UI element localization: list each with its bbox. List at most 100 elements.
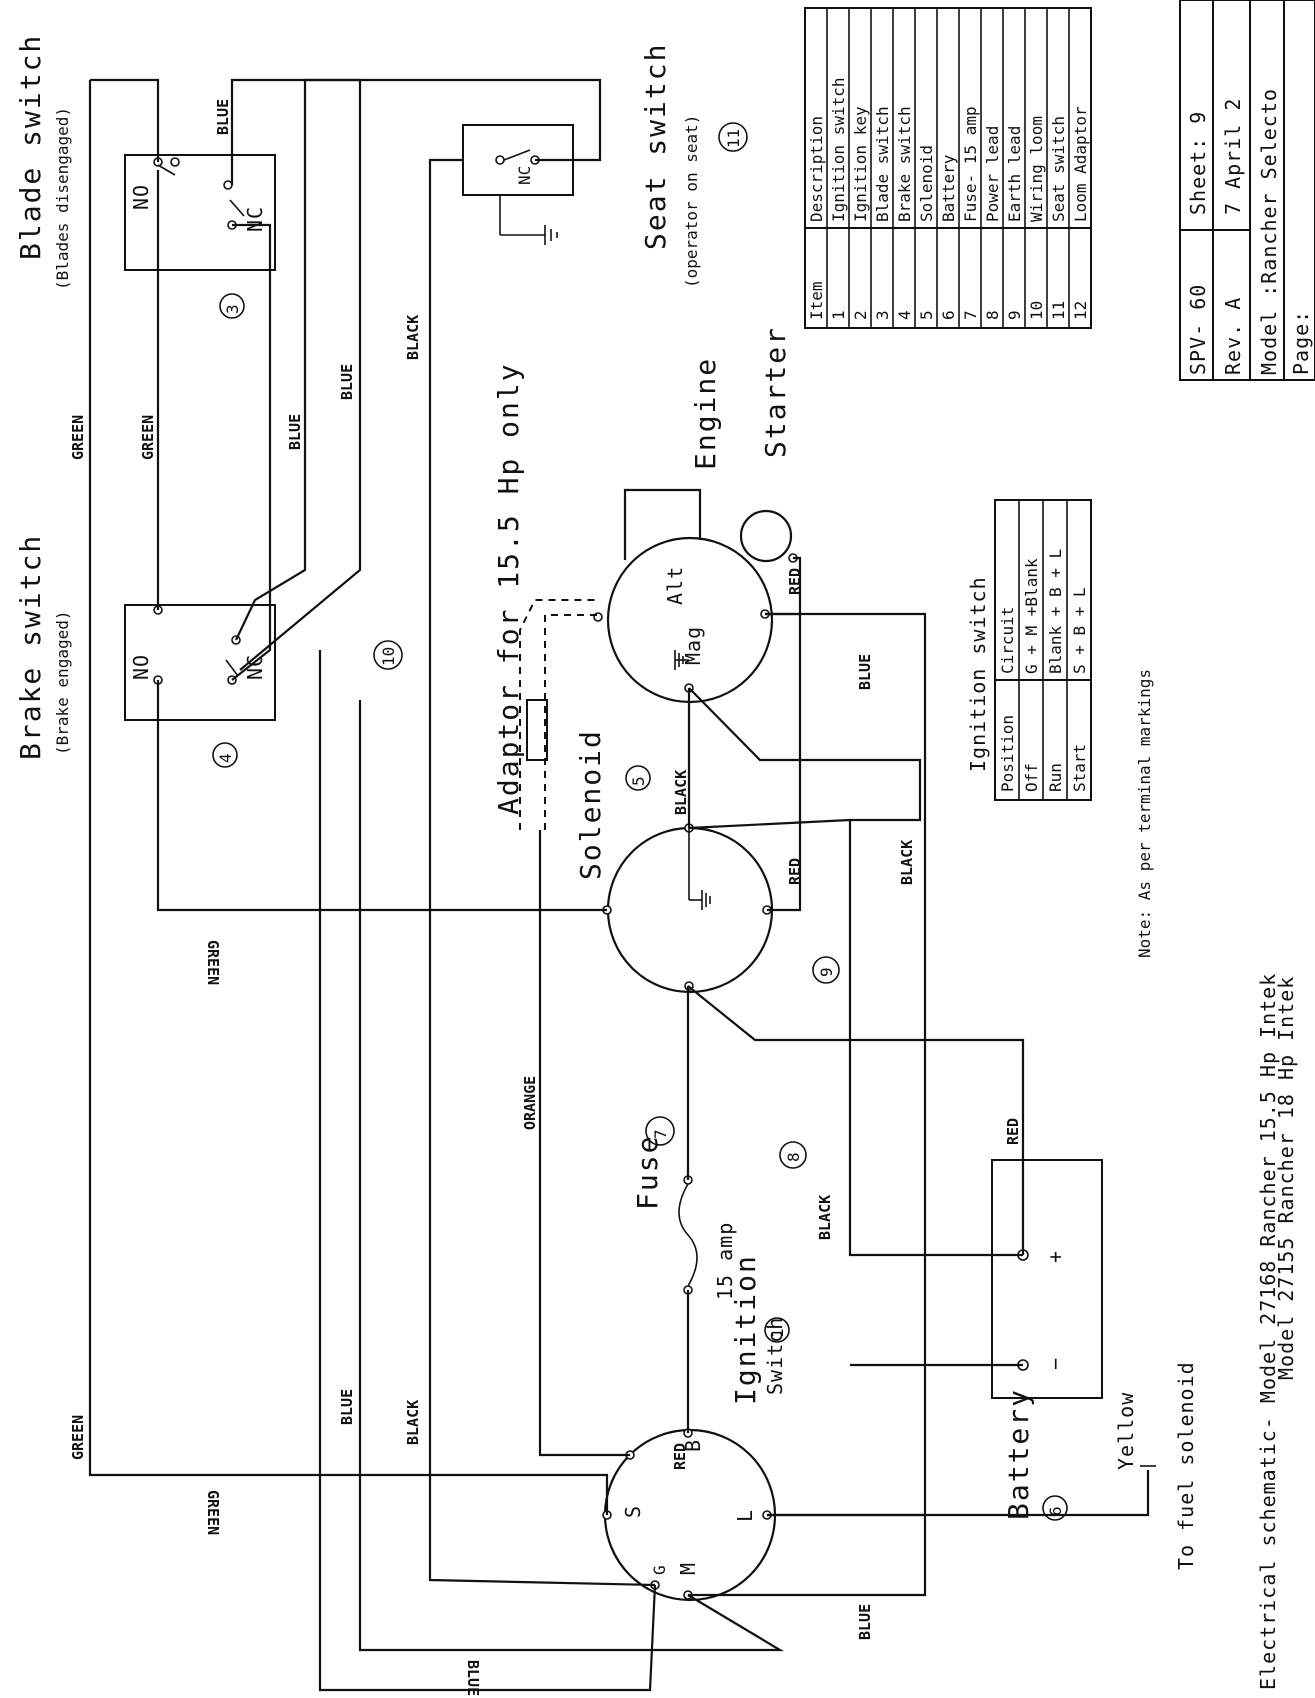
blade-switch-subtitle: (Blades disengaged) — [53, 107, 72, 290]
parts-table-description: Seat switch — [1049, 116, 1068, 222]
brake-switch-subtitle: (Brake engaged) — [53, 611, 72, 756]
solenoid: Solenoid 5 — [574, 729, 774, 994]
parts-table-item: 6 — [939, 310, 958, 320]
parts-table-item: 8 — [983, 310, 1002, 320]
blade-switch-nc-label: NC — [243, 206, 267, 232]
engine-alt-label: Alt — [663, 566, 687, 605]
parts-table-item: 7 — [961, 310, 980, 320]
parts-table-item: 1 — [829, 310, 848, 320]
wire-label-black: BLACK — [816, 1195, 834, 1240]
title-block: SPV- 60 Sheet: 9 Rev. A 7 April 2 Model … — [1179, 0, 1315, 381]
parts-table-description: Fuse- 15 amp — [961, 106, 980, 222]
wire-label-black: BLACK — [404, 315, 422, 360]
wire-label-green: GREEN — [69, 415, 87, 460]
solenoid-number: 5 — [629, 776, 648, 786]
blade-switch-title: Blade switch — [14, 34, 47, 260]
title-block-sheet: Sheet: 9 — [1186, 111, 1210, 215]
ignition-table-position: Start — [1070, 744, 1089, 792]
blade-switch: NO NC 3 Blade switch (Blades disengaged) — [14, 34, 276, 319]
wire-label-black: BLACK — [898, 840, 916, 885]
parts-table-item: 5 — [917, 310, 936, 320]
brake-switch-number: 4 — [216, 753, 235, 763]
ignition-table-position: Off — [1022, 763, 1041, 792]
parts-table-description: Ignition key — [851, 106, 870, 222]
ignition-table-position: Run — [1046, 763, 1065, 792]
parts-table-description: Solenoid — [917, 145, 936, 222]
fuse-title: Fuse — [631, 1135, 664, 1210]
fuse-number: 7 — [651, 1129, 670, 1139]
seat-switch-number: 11 — [724, 129, 743, 148]
ignition-title-line1: Ignition — [729, 1254, 762, 1405]
parts-table-item: 4 — [895, 310, 914, 320]
wire-label-blue: BLUE — [338, 1389, 356, 1425]
parts-table-description: Blade switch — [873, 106, 892, 222]
wire-label-blue: BLUE — [464, 1660, 482, 1696]
parts-table-item: 12 — [1071, 301, 1090, 320]
parts-table-item: 11 — [1049, 301, 1068, 320]
battery: + − Battery 6 — [991, 1159, 1103, 1521]
power-lead-number: 8 — [784, 1152, 803, 1162]
battery-plus: + — [1043, 1250, 1067, 1263]
wire-label-green: GREEN — [139, 415, 157, 460]
wire-label-blue: BLUE — [856, 1604, 874, 1640]
parts-table-header: Item — [807, 281, 826, 320]
seat-switch-title: Seat switch — [639, 43, 672, 250]
wire-label-blue: BLUE — [856, 654, 874, 690]
ignition-table-note: Note: As per terminal markings — [1135, 669, 1154, 958]
wire-label-red: RED — [1004, 1118, 1022, 1145]
parts-table-description: Brake switch — [895, 106, 914, 222]
ignition-table-title: Ignition switch — [966, 576, 990, 772]
parts-table-description: Earth lead — [1005, 126, 1024, 222]
title-block-page: Page: — [1289, 310, 1313, 375]
ignition-table-circuit: Blank + B + L — [1046, 549, 1065, 674]
ignition-number: 1 — [768, 1328, 787, 1338]
brake-switch-title: Brake switch — [14, 534, 47, 760]
parts-table-item: 3 — [873, 310, 892, 320]
caption-line1: Electrical schematic- Model 27168 Ranche… — [1256, 973, 1280, 1690]
seat-switch-subtitle: (operator on seat) — [682, 115, 701, 288]
wiring-loom-number: 10 — [379, 647, 398, 666]
seat-switch-nc-label: NC — [515, 166, 534, 185]
engine-mag-label: Mag — [681, 626, 705, 665]
parts-table-description: Loom Adaptor — [1071, 106, 1090, 222]
earth-lead-number: 9 — [817, 967, 836, 977]
solenoid-title: Solenoid — [574, 729, 607, 880]
parts-table-description: Ignition switch — [829, 78, 848, 223]
wire-label-black: BLACK — [672, 770, 690, 815]
parts-table-item: 2 — [851, 310, 870, 320]
parts-table-description: Wiring loom — [1027, 116, 1046, 222]
ignition-table-circuit: S + B + L — [1070, 587, 1089, 674]
title-block-model: Model :Rancher Selecto — [1257, 88, 1281, 375]
title-block-date: 7 April 2 — [1221, 98, 1245, 215]
ignition-table: Ignition switch Note: As per terminal ma… — [966, 499, 1154, 958]
wire-label-red: RED — [786, 568, 804, 595]
parts-table-item: 9 — [1005, 310, 1024, 320]
engine-title: Engine — [689, 357, 722, 470]
wire-label-green: GREEN — [204, 940, 222, 985]
ignition-title-line2: Switch — [763, 1317, 787, 1395]
wire-label-blue: BLUE — [286, 414, 304, 450]
engine: Alt Mag Engine Starter — [593, 326, 798, 704]
wire-label-green: GREEN — [204, 1490, 222, 1535]
ignition-terminal-b: B — [681, 1439, 705, 1452]
title-block-spv: SPV- 60 — [1186, 284, 1210, 375]
ignition-switch: S G M B L Ignition Switch 1 — [602, 1254, 790, 1602]
fuse: Fuse 15 amp 7 — [631, 1116, 737, 1300]
ignition-terminal-l: L — [733, 1509, 757, 1522]
wire-label-orange: ORANGE — [521, 1076, 539, 1130]
ignition-table-header: Circuit — [998, 607, 1017, 674]
parts-table-header: Description — [807, 116, 826, 222]
parts-table: Item Description 1 Ignition switch 2 Ignition… — [804, 7, 1092, 329]
wire-labels: GREEN GREEN GREEN GREEN GREEN BLUE BLUE … — [69, 99, 1022, 1696]
ignition-table-circuit: G + M +Blank — [1022, 558, 1041, 674]
starter-title: Starter — [759, 326, 792, 458]
wire-label-blue: BLUE — [214, 99, 232, 135]
parts-table-description: Power lead — [983, 126, 1002, 222]
blade-switch-number: 3 — [223, 304, 242, 314]
ignition-terminal-s: S — [621, 1505, 645, 1518]
adaptor-title: Adaptor for 15.5 Hp only — [492, 362, 525, 815]
loom-adaptor: Adaptor for 15.5 Hp only — [492, 362, 600, 830]
blade-switch-no-label: NO — [129, 184, 153, 210]
wire-label-black: BLACK — [404, 1400, 422, 1445]
seat-switch: NC 11 Seat switch (operator on seat) — [462, 43, 748, 288]
